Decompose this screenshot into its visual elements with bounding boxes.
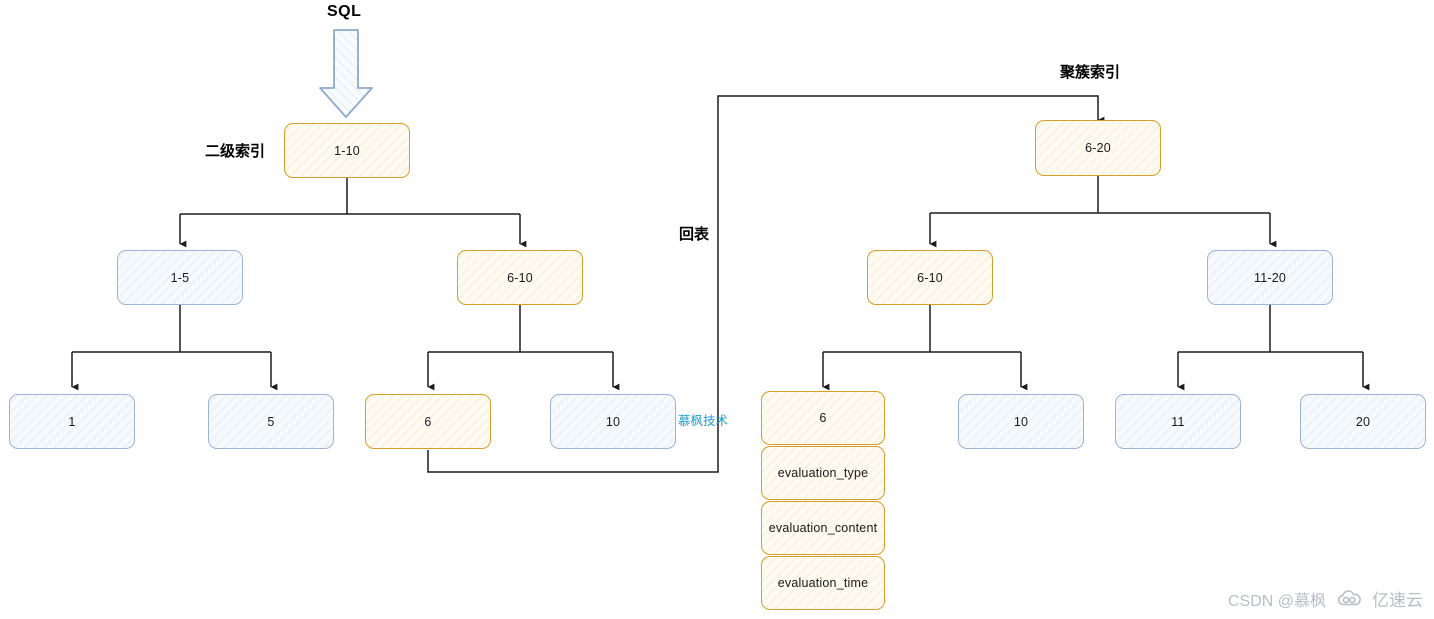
node-secondary-level2-1[interactable]: 6-10 (457, 250, 583, 305)
clustered-index-label: 聚簇索引 (1060, 64, 1121, 81)
node-clustered-leaf-0[interactable]: 6 (761, 391, 885, 445)
node-clustered-leaf-1[interactable]: 10 (958, 394, 1084, 449)
back-to-table-label: 回表 (679, 226, 710, 243)
inline-watermark: 慕枫技术 (678, 414, 729, 428)
cloud-logo-icon (1335, 590, 1363, 607)
row-field-evaluation-content[interactable]: evaluation_content (761, 501, 885, 555)
node-secondary-level2-0[interactable]: 1-5 (117, 250, 243, 305)
csdn-watermark-text: CSDN @慕枫 (1228, 592, 1327, 610)
secondary-index-label: 二级索引 (205, 143, 266, 160)
node-secondary-root[interactable]: 1-10 (284, 123, 410, 178)
brand-watermark-text: 亿速云 (1372, 591, 1424, 610)
node-clustered-leaf-2[interactable]: 11 (1115, 394, 1241, 449)
node-secondary-leaf-2[interactable]: 6 (365, 394, 491, 449)
node-secondary-leaf-0[interactable]: 1 (9, 394, 135, 449)
sql-label: SQL (327, 3, 362, 20)
node-clustered-root[interactable]: 6-20 (1035, 120, 1161, 176)
node-secondary-leaf-1[interactable]: 5 (208, 394, 334, 449)
row-field-evaluation-type[interactable]: evaluation_type (761, 446, 885, 500)
sql-block-arrow (319, 29, 373, 118)
row-field-evaluation-time[interactable]: evaluation_time (761, 556, 885, 610)
footer-watermark: CSDN @慕枫 亿速云 (1228, 586, 1423, 611)
node-secondary-leaf-3[interactable]: 10 (550, 394, 676, 449)
node-clustered-level2-1[interactable]: 11-20 (1207, 250, 1333, 305)
node-clustered-level2-0[interactable]: 6-10 (867, 250, 993, 305)
node-clustered-leaf-3[interactable]: 20 (1300, 394, 1426, 449)
